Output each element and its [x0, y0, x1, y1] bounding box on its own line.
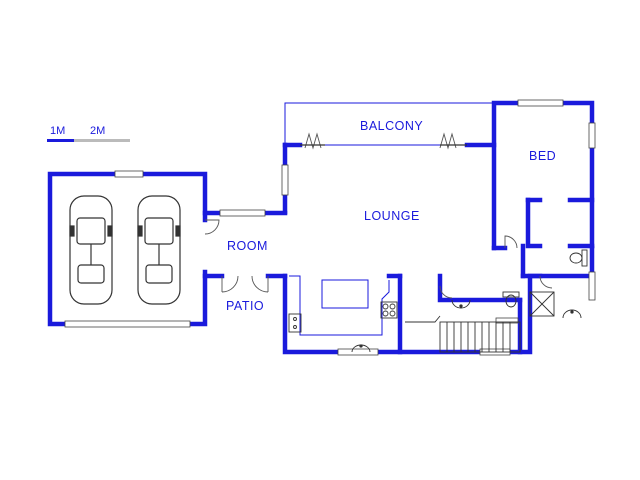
room-label-bed: BED	[529, 149, 556, 163]
room-label-room: ROOM	[227, 239, 268, 253]
kitchen-counter	[289, 275, 390, 336]
scale-label-1m: 1M	[50, 125, 65, 137]
shower-icon	[529, 291, 555, 317]
double-door-icon	[221, 275, 269, 293]
toilet-icon	[569, 249, 588, 267]
scale-segment-1	[47, 139, 74, 142]
scale-label-2m: 2M	[90, 125, 105, 137]
kitchen-island	[321, 279, 369, 309]
room-label-balcony: BALCONY	[360, 119, 423, 133]
window-garage-bottom	[64, 320, 191, 328]
room-label-lounge: LOUNGE	[364, 209, 420, 223]
window-small	[495, 317, 519, 324]
window-room	[219, 209, 266, 217]
window-bed-east	[588, 122, 596, 149]
swing-door-icon	[204, 219, 553, 299]
walls	[47, 100, 595, 355]
basin-icon	[451, 299, 582, 319]
window-bath-east	[588, 271, 596, 301]
folding-door-right-icon	[439, 132, 467, 150]
window-lounge-west	[281, 164, 289, 196]
car-icon	[69, 195, 113, 305]
stairs-icon	[405, 315, 521, 353]
window-garage-top	[114, 170, 144, 178]
toilet-icon	[502, 291, 520, 308]
stove-icon	[380, 301, 398, 319]
window-kitchen	[337, 348, 379, 356]
folding-door-left-icon	[300, 132, 325, 150]
room-label-patio: PATIO	[226, 299, 264, 313]
basin-icon	[351, 344, 371, 353]
car-icon	[137, 195, 181, 305]
scale-bar: 1M 2M	[47, 125, 130, 142]
window-bed-top	[517, 99, 564, 107]
sink-icon	[288, 313, 302, 333]
scale-segment-2	[74, 139, 130, 142]
